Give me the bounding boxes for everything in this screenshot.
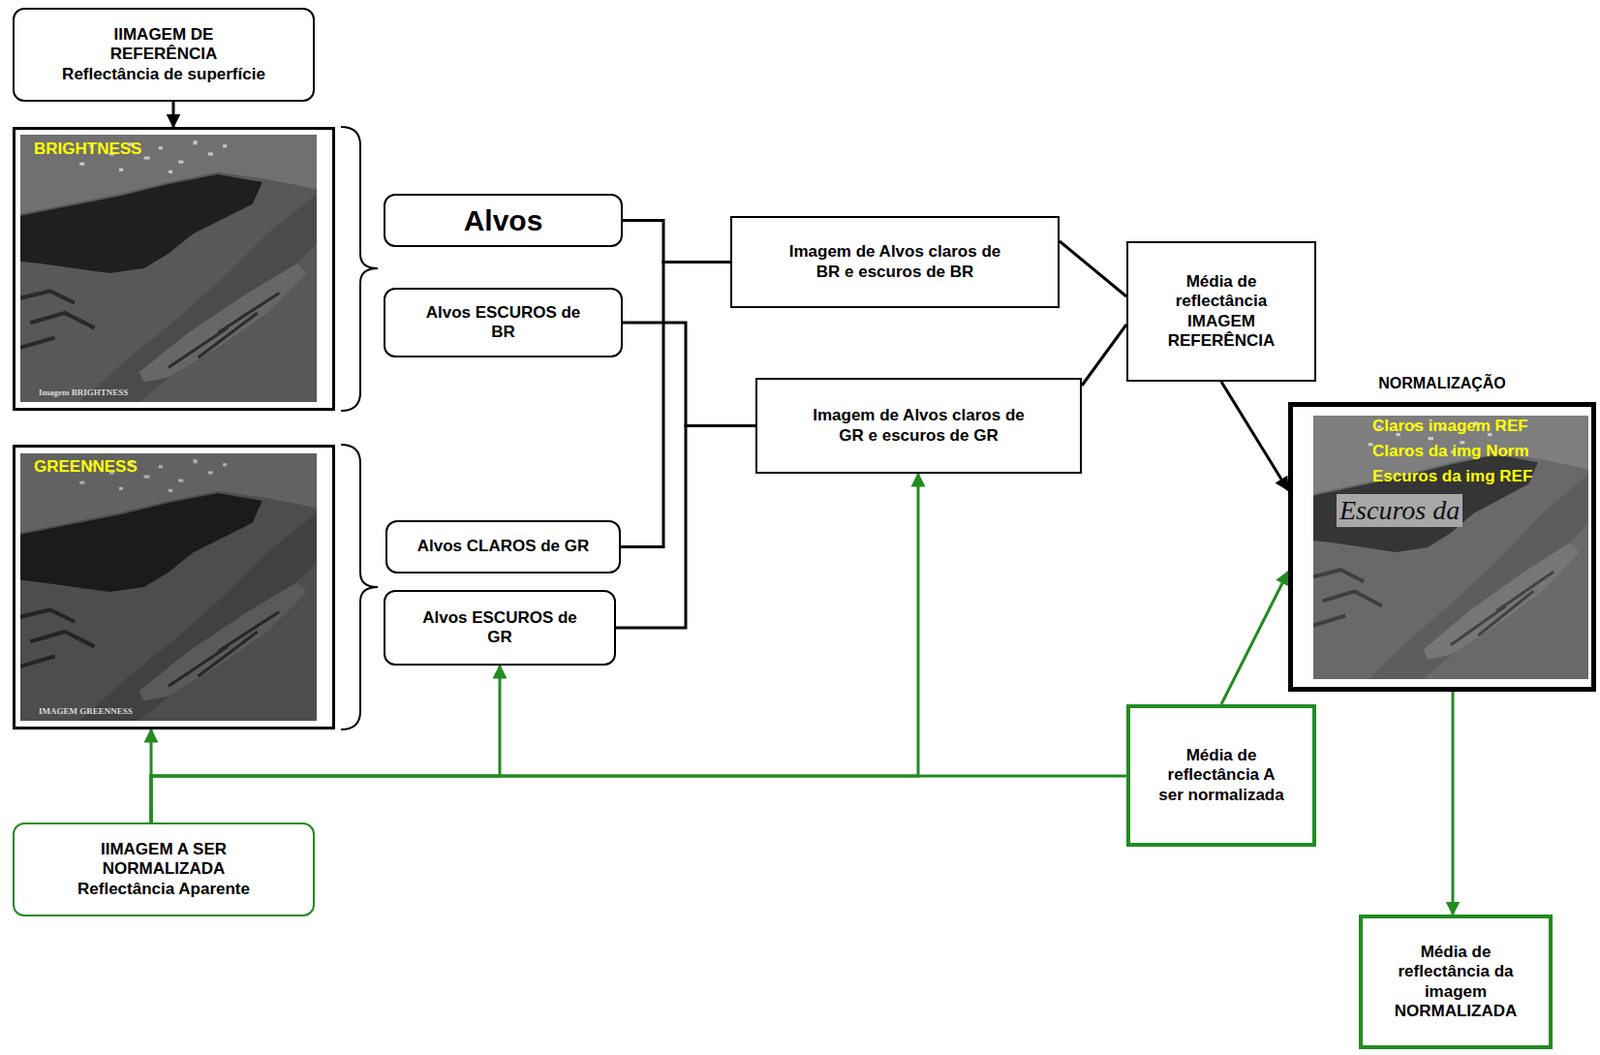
process-box: Alvos ESCUROS de BR	[383, 287, 623, 358]
process-box: Alvos CLAROS de GR	[385, 520, 621, 574]
connector	[622, 220, 731, 263]
image-panel: GREENNESS IMAGEM GREENNESS	[12, 444, 336, 730]
connector	[620, 262, 731, 548]
box-text: Imagem de Alvos claros de BR e escuros d…	[782, 242, 1008, 282]
process-box: Alvos	[383, 193, 623, 247]
process-box: Imagem de Alvos claros de GR e escuros d…	[755, 377, 1082, 474]
image-caption: IMAGEM GREENNESS	[38, 706, 133, 717]
process-box: Média de reflectância IMAGEM REFERÊNCIA	[1126, 241, 1317, 382]
curly-brace	[340, 126, 378, 411]
input-box: IIMAGEM A SER NORMALIZADAReflectância Ap…	[12, 822, 315, 917]
image-panel: BRIGHTNESS Imagem BRIGHTNESS	[12, 126, 336, 411]
box-text: Média de reflectância A ser normalizada	[1157, 745, 1286, 805]
input-box: IIMAGEM DE REFERÊNCIAReflectância de sup…	[12, 7, 315, 102]
connector	[151, 775, 1127, 823]
image-panel: NORMALIZAÇÃOClaros imagem REFClaros da i…	[1288, 401, 1597, 692]
box-text: Alvos ESCUROS de BR	[418, 303, 589, 343]
image-label: GREENNESS	[33, 457, 138, 477]
box-text: Reflectância de superfície	[61, 64, 266, 85]
box-text: Alvos ESCUROS de GR	[414, 608, 585, 648]
box-text: Média de reflectância IMAGEM REFERÊNCIA	[1157, 272, 1286, 352]
connector	[622, 322, 756, 427]
box-text: Escuros da	[1336, 493, 1463, 527]
process-box: Alvos ESCUROS de GR	[383, 589, 616, 666]
process-box: Média de reflectância A ser normalizada	[1126, 704, 1317, 847]
image-shade	[20, 453, 317, 721]
satellite-image	[20, 453, 317, 721]
connector	[615, 426, 756, 629]
box-text: Reflectância Aparente	[77, 879, 250, 899]
image-label: BRIGHTNESS	[33, 139, 142, 159]
box-text: IIMAGEM DE REFERÊNCIA	[95, 25, 232, 65]
box-text: IIMAGEM A SER NORMALIZADA	[91, 839, 237, 880]
connector	[1081, 324, 1127, 386]
curly-brace	[340, 444, 378, 730]
image-haze	[1313, 415, 1589, 679]
box-text: Imagem de Alvos claros de GR e escuros d…	[806, 405, 1032, 446]
image-label: Claros da img Norm	[1372, 441, 1530, 462]
connector	[151, 473, 919, 823]
connector	[1221, 571, 1289, 705]
process-box: Imagem de Alvos claros de BR e escuros d…	[730, 215, 1060, 308]
satellite-image	[1313, 415, 1589, 679]
connector	[1059, 241, 1127, 297]
box-text: Alvos	[463, 203, 544, 239]
box-text: Alvos CLAROS de GR	[417, 536, 590, 556]
connector	[1451, 691, 1455, 915]
output-box: Média de reflectância da imagem NORMALIZ…	[1358, 914, 1553, 1049]
image-label: Escuros da img REF	[1372, 466, 1533, 487]
image-label: Claros imagem REF	[1372, 416, 1529, 436]
satellite-image	[20, 134, 317, 402]
panel-heading: NORMALIZAÇÃO	[1292, 373, 1592, 393]
box-text: Média de reflectância da imagem NORMALIZ…	[1391, 942, 1520, 1022]
image-caption: Imagem BRIGHTNESS	[38, 387, 128, 399]
connector	[172, 101, 176, 127]
connector	[151, 665, 500, 823]
connector	[1221, 381, 1289, 491]
